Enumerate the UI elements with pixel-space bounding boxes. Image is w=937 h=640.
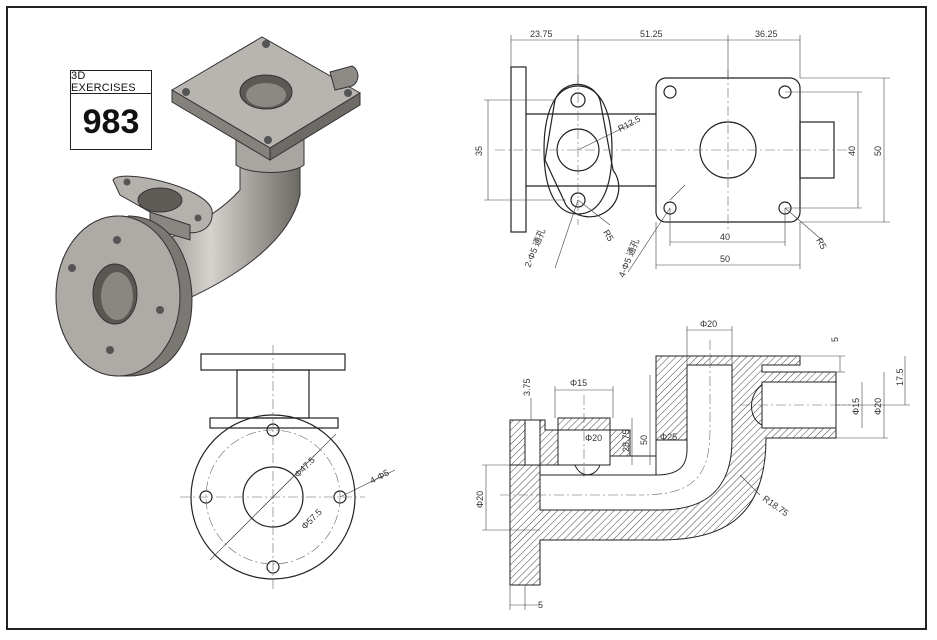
dim-3-75: 3.75 <box>522 378 532 396</box>
dia-57-5: Φ57.5 <box>299 507 324 532</box>
holes-4-phi5-front: 4-Φ5 <box>368 467 391 485</box>
radius-r18-75: R18.75 <box>761 493 791 518</box>
section-view <box>509 355 837 586</box>
dim-50-right: 50 <box>873 146 883 156</box>
dim-50: 50 <box>639 435 649 445</box>
badge-label: 3D EXERCISES <box>71 70 151 94</box>
dim-17-5: 17.5 <box>895 368 905 386</box>
section-view-dimensions <box>482 326 910 610</box>
dim-5-top: 5 <box>830 337 840 342</box>
dia-25: Φ25 <box>660 432 677 442</box>
holes-2-phi5: 2-Φ5 通孔 <box>523 227 548 268</box>
dia-20-top: Φ20 <box>700 319 717 329</box>
isometric-part-render <box>55 36 361 377</box>
dim-28-75: 28.75 <box>621 429 631 452</box>
badge-number: 983 <box>82 102 140 141</box>
section-view-centerlines <box>500 340 850 496</box>
radius-r12-5: R12.5 <box>616 114 642 134</box>
dia-47-5: Φ47.5 <box>292 455 317 480</box>
front-view-dimensions <box>209 433 396 561</box>
front-view-dimension-text: Φ47.5 Φ57.5 4-Φ5 <box>292 455 390 532</box>
dia-20-right: Φ20 <box>873 398 883 415</box>
dim-36-25: 36.25 <box>755 29 778 39</box>
exercise-badge: 3D EXERCISES 983 <box>70 70 152 150</box>
radius-r5-right: R5 <box>814 236 828 251</box>
dim-5-bottom: 5 <box>538 600 543 610</box>
top-view-dimensions <box>484 35 890 273</box>
dia-15-top: Φ15 <box>570 378 587 388</box>
dia-20-inner: Φ20 <box>585 433 602 443</box>
dim-50-bottom: 50 <box>720 254 730 264</box>
dim-35: 35 <box>474 146 484 156</box>
dia-20-left: Φ20 <box>475 491 485 508</box>
top-view-dimension-text: 23.75 51.25 36.25 35 40 50 40 50 R12.5 R… <box>474 29 883 279</box>
dia-15-right: Φ15 <box>851 398 861 415</box>
dim-40-bottom: 40 <box>720 232 730 242</box>
dim-51-25: 51.25 <box>640 29 663 39</box>
dim-23-75: 23.75 <box>530 29 553 39</box>
dim-40-right: 40 <box>847 146 857 156</box>
radius-r5-left: R5 <box>601 228 615 243</box>
